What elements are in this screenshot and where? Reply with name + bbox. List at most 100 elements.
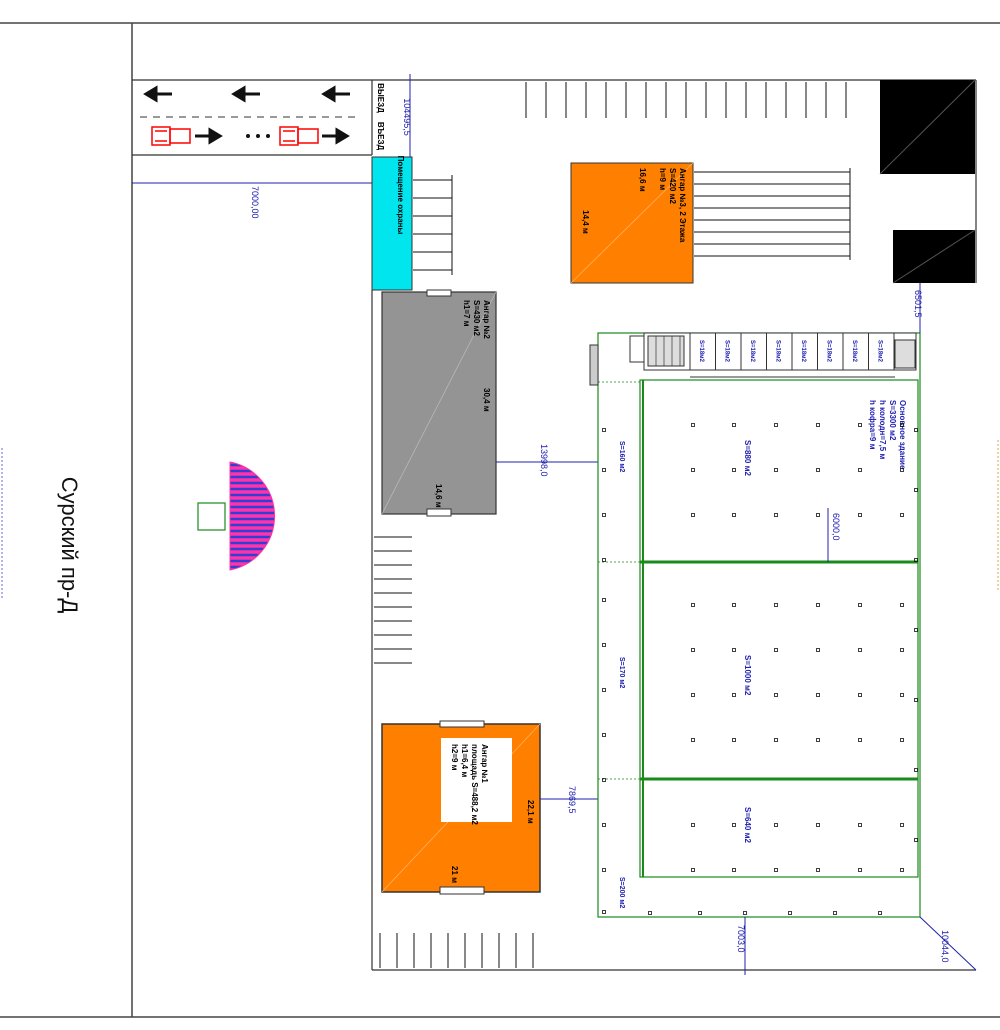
column: [900, 513, 904, 517]
hangar-3-height: h=9 м: [658, 168, 667, 190]
hangar-2-diag: [381, 291, 497, 515]
column: [774, 648, 778, 652]
column: [732, 468, 736, 472]
guard-room: [371, 156, 413, 291]
column: [816, 603, 820, 607]
ellipsis-dots: [246, 134, 270, 138]
hangar-2-door-bottom: [426, 508, 452, 517]
column: [602, 778, 606, 782]
fountain-semicircle: [229, 461, 275, 571]
entry-arrows: [195, 127, 350, 145]
hangar-1-door-top: [439, 720, 485, 728]
main-building-inner: [639, 379, 919, 878]
parking-left: [374, 536, 412, 664]
column: [602, 598, 606, 602]
site-boundary: [132, 79, 977, 971]
street-name: Сурский пр-Д: [57, 477, 82, 614]
gate-exit-label: ВЫЕЗД: [376, 83, 385, 113]
column: [774, 603, 778, 607]
office-area: S=18м2: [826, 340, 832, 363]
exit-arrows: [143, 85, 350, 103]
column: [900, 603, 904, 607]
column: [816, 513, 820, 517]
hangar-1-area: площадь S=488,2 м2: [470, 744, 479, 825]
column: [732, 823, 736, 827]
stair-lines: [655, 336, 681, 366]
column: [732, 868, 736, 872]
column: [691, 823, 695, 827]
stair-outer-left: [629, 335, 645, 363]
column: [914, 698, 918, 702]
column: [816, 648, 820, 652]
column: [816, 823, 820, 827]
column: [774, 868, 778, 872]
main-title: Основное здание: [898, 400, 907, 470]
column: [900, 738, 904, 742]
column: [914, 768, 918, 772]
main-h-kofr: h кофра=9 м: [868, 400, 877, 450]
hangar-2-width: 14,6 м: [434, 484, 443, 508]
column: [914, 558, 918, 562]
column: [691, 693, 695, 697]
office-area: S=18м2: [800, 340, 806, 363]
column: [816, 423, 820, 427]
column: [648, 911, 652, 915]
section-a-area: S=880 м2: [743, 440, 752, 476]
hangar-2-height: h1=7 м: [462, 300, 471, 327]
office-room: [817, 332, 844, 371]
dim-10044-label: 10044,0: [940, 930, 950, 963]
office-room: [791, 332, 818, 371]
stair-left: [647, 335, 685, 367]
black-block-top-diag: [879, 79, 976, 175]
hangar-1-width: 22,1 м: [526, 800, 535, 824]
column: [691, 648, 695, 652]
dim-104495-label: 104495,5: [402, 98, 412, 136]
hangar-3-width: 14,4 м: [581, 210, 590, 234]
truck-icon: [151, 126, 319, 146]
column: [698, 911, 702, 915]
hangar-3-title: Ангар №3, 2 Этажа: [678, 168, 687, 243]
parking-bottom: [379, 933, 534, 968]
column: [900, 423, 904, 427]
annex-left: [589, 344, 599, 386]
hangar-3-depth: 16,6 м: [638, 168, 647, 192]
office-area: S=18м2: [775, 340, 781, 363]
column: [691, 423, 695, 427]
column: [774, 693, 778, 697]
column: [602, 868, 606, 872]
column: [602, 428, 606, 432]
column: [858, 738, 862, 742]
hangar-2-area: S=430 м2: [472, 300, 481, 336]
column: [691, 513, 695, 517]
frame: [0, 22, 1000, 1018]
column: [900, 468, 904, 472]
parking-top: [525, 82, 847, 118]
outer-c-area: S=200 м2: [618, 877, 625, 909]
dim-6501-label: 6501,5: [913, 290, 923, 318]
stair-right: [894, 339, 916, 369]
column: [833, 911, 837, 915]
hangar-1-door-bottom: [439, 886, 485, 895]
office-area: S=18м2: [698, 340, 704, 363]
hangar-1-label-box: [441, 738, 512, 822]
column: [691, 468, 695, 472]
hangar-2-length: 30,4 м: [482, 388, 491, 412]
office-room: [689, 332, 716, 371]
column: [602, 513, 606, 517]
column: [774, 738, 778, 742]
main-area: S=3300 м2: [888, 400, 897, 441]
column: [691, 738, 695, 742]
hangar-3-diag: [570, 162, 694, 284]
outer-b-area: S=170 м2: [618, 657, 625, 689]
column: [900, 823, 904, 827]
column: [900, 693, 904, 697]
office-area: S=18м2: [877, 340, 883, 363]
column: [602, 643, 606, 647]
column: [774, 823, 778, 827]
column: [914, 838, 918, 842]
black-block-bottom-diag: [892, 229, 976, 284]
column: [774, 513, 778, 517]
hangar-3-area: S=420 м2: [668, 168, 677, 204]
column: [858, 648, 862, 652]
